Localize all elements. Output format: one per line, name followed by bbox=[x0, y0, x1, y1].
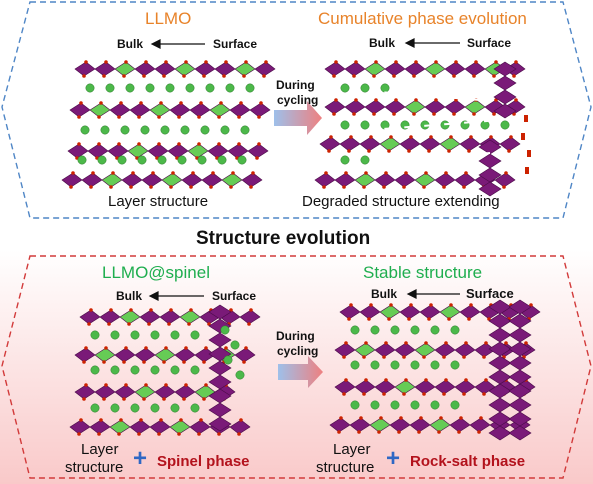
li-row bbox=[85, 83, 255, 93]
rock-salt-column bbox=[488, 299, 512, 441]
li-row bbox=[350, 400, 460, 410]
layer-row bbox=[319, 135, 521, 153]
layer-row bbox=[74, 60, 276, 78]
plus-sign-left: + bbox=[133, 445, 148, 472]
bottom-right-caption-line1: Layer bbox=[333, 441, 371, 458]
surface-column bbox=[493, 61, 517, 119]
rock-salt-phase-label: Rock-salt phase bbox=[410, 453, 526, 470]
plus-sign-right: + bbox=[386, 445, 401, 472]
rock-salt-column bbox=[508, 299, 532, 441]
layer-row bbox=[324, 98, 526, 116]
surface-column bbox=[478, 139, 502, 197]
cycling-label-top: cycling bbox=[277, 93, 319, 107]
spinel-column bbox=[208, 304, 232, 432]
layer-row bbox=[79, 308, 261, 326]
layer-row bbox=[67, 142, 269, 160]
bottom-left-caption-line1: Layer bbox=[81, 441, 119, 458]
bottom-left-title: LLMO@spinel bbox=[102, 263, 210, 282]
bulk-label-bottom-right: Bulk bbox=[371, 287, 398, 301]
top-left-title: LLMO bbox=[145, 9, 192, 28]
arrowhead bbox=[148, 291, 159, 301]
cycling-arrow-top bbox=[274, 101, 322, 135]
li-row bbox=[340, 155, 370, 165]
top-right-title: Cumulative phase evolution bbox=[318, 9, 527, 28]
cycling-arrow-bottom bbox=[278, 356, 323, 388]
li-row bbox=[350, 325, 460, 335]
top-left-caption: Layer structure bbox=[108, 193, 209, 210]
bulk-label-top-right: Bulk bbox=[369, 36, 396, 50]
spinel-phase-label: Spinel phase bbox=[157, 453, 250, 470]
surface-label-bottom-left: Surface bbox=[212, 289, 257, 303]
bottom-right-title: Stable structure bbox=[363, 263, 483, 282]
cycling-label-bottom: cycling bbox=[277, 344, 319, 358]
bottom-dashed-frame bbox=[1, 255, 592, 479]
li-row bbox=[340, 83, 390, 93]
bottom-left-caption-line2: structure bbox=[65, 459, 124, 476]
li-row bbox=[90, 330, 200, 340]
arrowhead bbox=[406, 289, 417, 299]
main-title: Structure evolution bbox=[196, 228, 371, 249]
bulk-surface-arrows bbox=[148, 38, 460, 301]
surface-label-top-right: Surface bbox=[467, 36, 512, 50]
bulk-label-top-left: Bulk bbox=[117, 37, 144, 51]
layer-row bbox=[69, 101, 271, 119]
top-right-caption: Degraded structure extending bbox=[302, 193, 500, 210]
arrowhead bbox=[404, 38, 415, 48]
layer-row bbox=[324, 60, 526, 78]
arrowhead bbox=[150, 39, 161, 49]
bulk-label-bottom-left: Bulk bbox=[116, 289, 143, 303]
surface-label-bottom-right: Surface bbox=[466, 286, 514, 301]
during-label-top: During bbox=[276, 78, 315, 92]
li-row bbox=[77, 155, 247, 165]
top-dashed-frame bbox=[1, 1, 592, 219]
bottom-right-caption-line2: structure bbox=[316, 459, 375, 476]
layer-row bbox=[61, 171, 263, 189]
li-row bbox=[90, 365, 200, 375]
li-row bbox=[80, 125, 250, 135]
li-row bbox=[90, 403, 200, 413]
during-label-bottom: During bbox=[276, 329, 315, 343]
li-row bbox=[350, 360, 460, 370]
surface-label-top-left: Surface bbox=[213, 37, 258, 51]
